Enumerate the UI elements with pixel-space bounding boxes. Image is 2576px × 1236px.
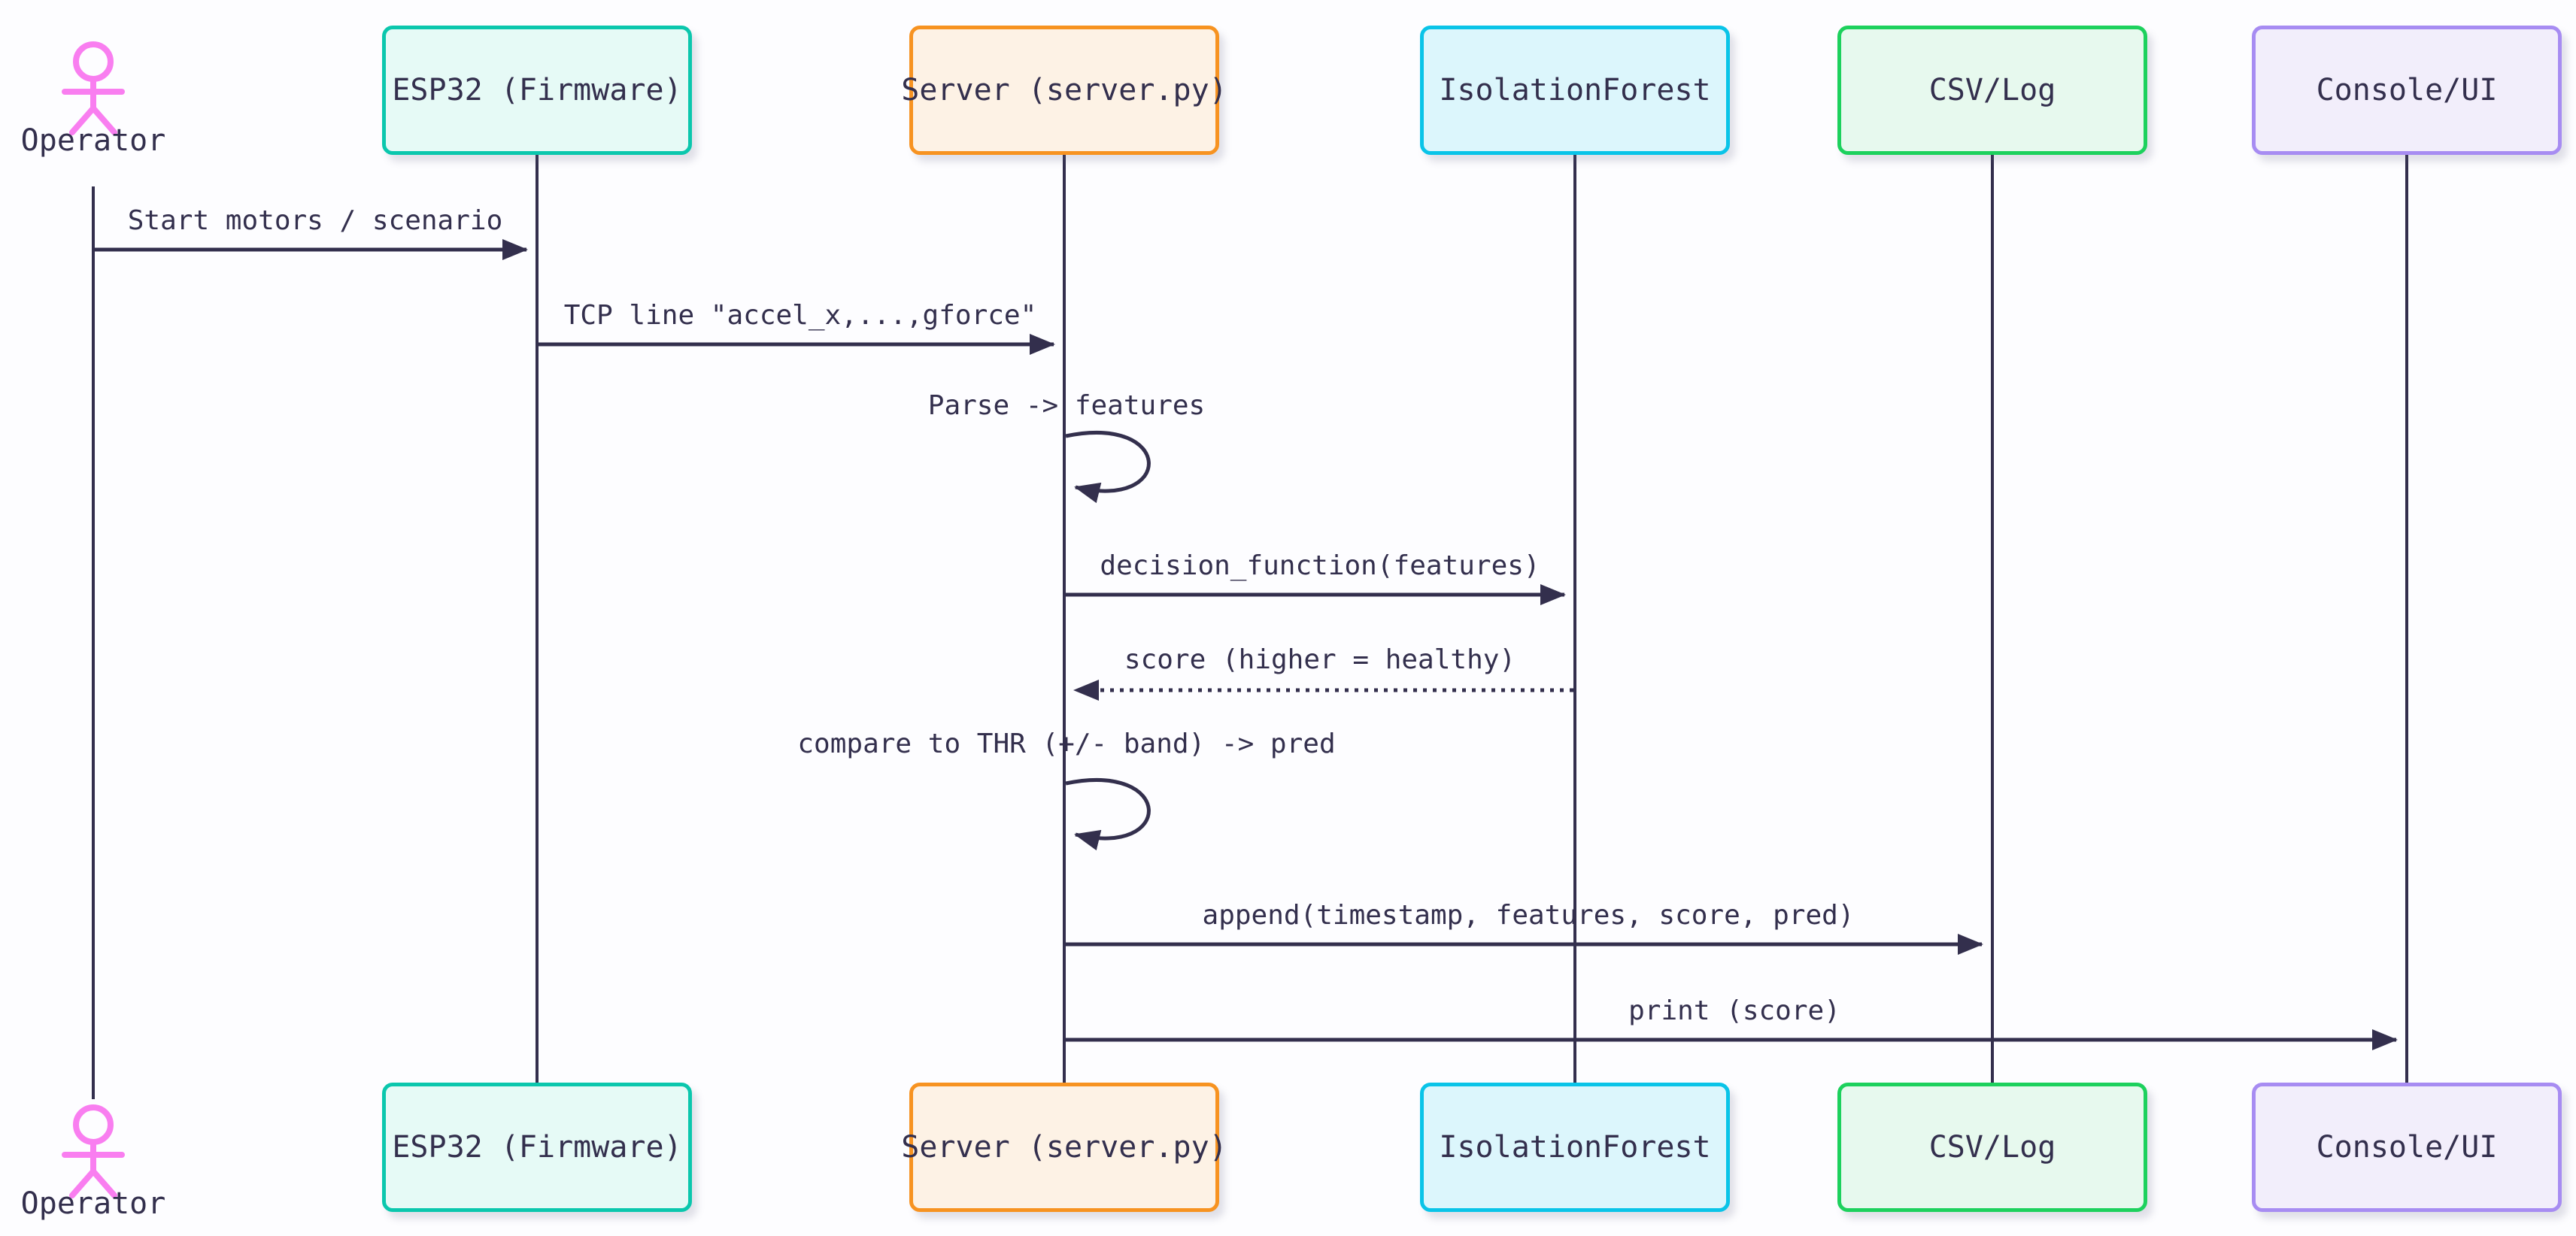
participant-box-csvlog-bottom: CSV/Log (1837, 1083, 2147, 1212)
participant-label: CSV/Log (1928, 73, 2056, 108)
participant-label: Server (server.py) (901, 1130, 1227, 1165)
message-label-start-motors: Start motors / scenario (127, 205, 503, 236)
participant-box-consoleui-top: Console/UI (2252, 26, 2562, 155)
participant-box-server-bottom: Server (server.py) (901, 1083, 1227, 1212)
operator-label-bottom: Operator (20, 1186, 166, 1221)
message-label-tcp-line: TCP line "accel_x,...,gforce" (563, 300, 1037, 331)
arrow-compare-self-loop (1065, 778, 1151, 851)
participant-label: ESP32 (Firmware) (392, 73, 682, 108)
participant-label: IsolationForest (1439, 1130, 1711, 1165)
participant-label: CSV/Log (1928, 1130, 2056, 1165)
operator-actor-icon-top (62, 41, 125, 135)
participant-label: Console/UI (2316, 73, 2498, 108)
participant-box-consoleui-bottom: Console/UI (2252, 1083, 2562, 1212)
lifelines (92, 155, 2408, 1099)
participant-label: Server (server.py) (901, 73, 1227, 108)
participant-label: IsolationForest (1439, 73, 1711, 108)
message-label-append: append(timestamp, features, score, pred) (1202, 900, 1855, 931)
participant-box-isolationforest-top: IsolationForest (1420, 26, 1730, 155)
participant-box-isolationforest-bottom: IsolationForest (1420, 1083, 1730, 1212)
participant-box-esp32-bottom: ESP32 (Firmware) (382, 1083, 692, 1212)
message-label-parse-features: Parse -> features (927, 390, 1206, 421)
participant-label: ESP32 (Firmware) (392, 1130, 682, 1165)
message-label-score-return: score (higher = healthy) (1124, 644, 1516, 675)
message-label-print-score: print (score) (1628, 995, 1840, 1026)
arrow-parse-self-loop (1065, 431, 1151, 504)
operator-label-top: Operator (20, 123, 166, 158)
participant-box-csvlog-top: CSV/Log (1837, 26, 2147, 155)
participant-box-server-top: Server (server.py) (901, 26, 1227, 155)
participant-label: Console/UI (2316, 1130, 2498, 1165)
operator-actor-icon-bottom (62, 1104, 125, 1198)
participant-box-esp32-top: ESP32 (Firmware) (382, 26, 692, 155)
message-label-compare-thr: compare to THR (+/- band) -> pred (797, 729, 1336, 759)
message-label-decision-function: decision_function(features) (1100, 550, 1540, 581)
